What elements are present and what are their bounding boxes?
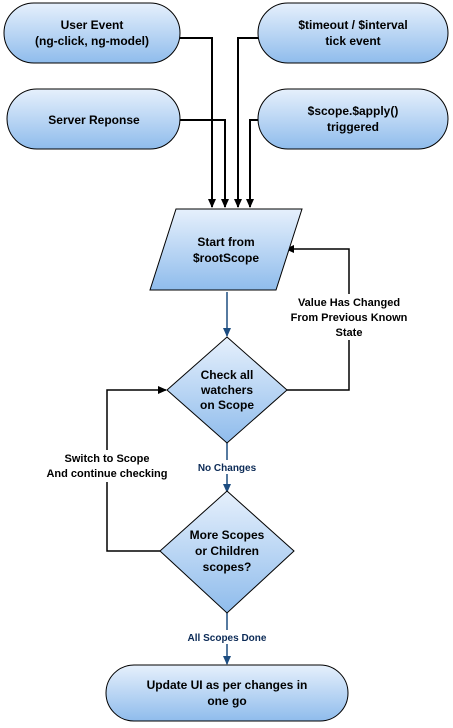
- label-switch-scope-line-1: Switch to Scope: [65, 453, 150, 465]
- label-switch-scope-line-2: And continue checking: [46, 468, 167, 480]
- node-scope-apply-line-1: $scope.$apply(): [308, 104, 399, 118]
- node-timeout-interval: $timeout / $interval tick event: [257, 2, 449, 64]
- node-check-watchers: Check all watchers on Scope: [166, 336, 288, 444]
- node-more-line-2: or Children: [195, 544, 259, 558]
- node-timeout-interval-line-1: $timeout / $interval: [298, 18, 407, 32]
- node-start-line-2: $rootScope: [193, 251, 259, 265]
- node-update-ui: Update UI as per changes in one go: [105, 664, 349, 722]
- node-start-root-scope: Start from $rootScope: [149, 208, 303, 291]
- node-more-line-1: More Scopes: [190, 528, 265, 542]
- label-all-done-text: All Scopes Done: [188, 633, 267, 644]
- label-switch-scope: Switch to Scope And continue checking: [40, 450, 176, 482]
- edge-apply-to-start: [246, 119, 258, 208]
- label-value-changed-line-3: State: [336, 327, 363, 339]
- label-no-changes-text: No Changes: [198, 463, 257, 474]
- edge-timeout-to-start: [234, 37, 258, 208]
- node-start-line-1: Start from: [197, 235, 254, 249]
- node-more-line-3: scopes?: [203, 560, 252, 574]
- node-user-event-line-1: User Event: [61, 18, 124, 32]
- label-all-done: All Scopes Done: [181, 630, 273, 644]
- label-value-changed-line-1: Value Has Changed: [298, 297, 400, 309]
- node-user-event: User Event (ng-click, ng-model): [3, 2, 181, 64]
- node-server-response: Server Reponse: [6, 88, 181, 150]
- node-check-line-3: on Scope: [200, 398, 254, 412]
- edge-user-event-to-start: [180, 37, 216, 208]
- node-timeout-interval-line-2: tick event: [325, 34, 380, 48]
- node-scope-apply-line-2: triggered: [327, 120, 379, 134]
- label-value-changed: Value Has Changed From Previous Known St…: [284, 294, 418, 340]
- node-check-line-2: watchers: [200, 383, 253, 397]
- node-server-response-line-1: Server Reponse: [48, 113, 140, 127]
- node-update-line-1: Update UI as per changes in: [147, 678, 308, 692]
- label-value-changed-line-2: From Previous Known: [291, 312, 408, 324]
- node-more-scopes: More Scopes or Children scopes?: [159, 490, 295, 614]
- node-user-event-line-2: (ng-click, ng-model): [35, 34, 149, 48]
- label-no-changes: No Changes: [191, 460, 263, 474]
- edge-server-to-start: [180, 119, 229, 208]
- node-check-line-1: Check all: [201, 368, 254, 382]
- node-scope-apply: $scope.$apply() triggered: [257, 88, 449, 150]
- node-update-line-2: one go: [207, 694, 246, 708]
